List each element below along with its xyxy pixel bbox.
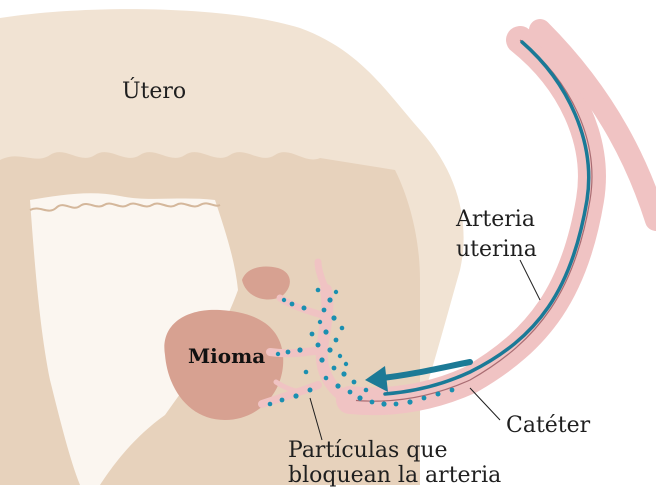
uterine-artery-label-line2: uterina <box>456 235 537 265</box>
catheter-leader-line <box>470 388 500 420</box>
uterine-artery-label-line1: Arteria <box>456 205 537 235</box>
artery-leader-line <box>520 260 540 300</box>
particles-label-line1: Partículas que <box>288 438 501 463</box>
particles-label-line2: bloquean la arteria <box>288 463 501 488</box>
fibroid-label: Mioma <box>188 345 265 367</box>
uterus-label: Útero <box>122 80 186 105</box>
catheter-label: Catéter <box>506 414 590 439</box>
uterine-artery-label: Arteria uterina <box>456 205 537 265</box>
particles-label: Partículas que bloquean la arteria <box>288 438 501 488</box>
